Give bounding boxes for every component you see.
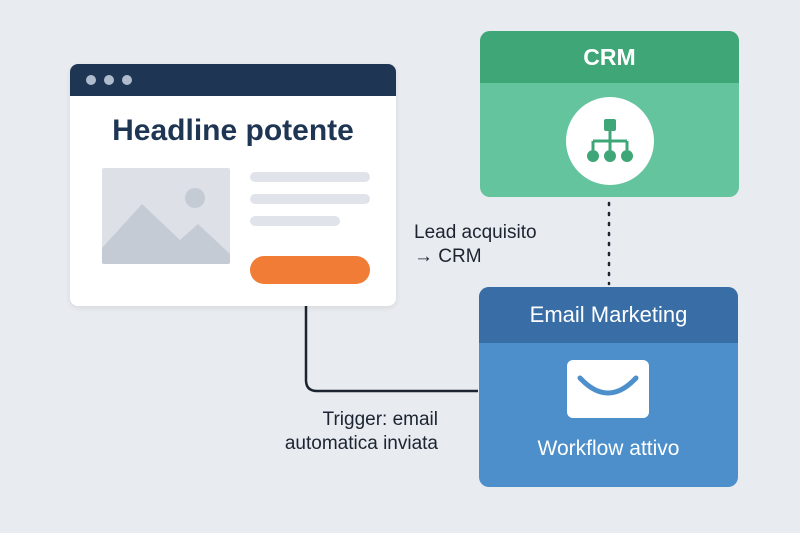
envelope-icon (567, 360, 649, 418)
window-titlebar (70, 64, 396, 96)
workflow-status: Workflow attivo (537, 437, 680, 460)
trigger-annotation-line2: automatica inviata (284, 433, 438, 454)
trigger-annotation-line1: Trigger: email (322, 409, 438, 430)
trigger-connector (304, 300, 478, 393)
image-placeholder-icon (102, 168, 230, 264)
text-line-placeholder (250, 194, 370, 204)
lead-annotation: Lead acquisito → CRM (414, 221, 537, 269)
crm-title: CRM (480, 31, 739, 83)
window-dot-icon (122, 75, 132, 85)
text-line-placeholder (250, 216, 340, 226)
text-line-placeholder (250, 172, 370, 182)
lead-annotation-line2: → CRM (414, 246, 482, 267)
trigger-annotation: Trigger: email automatica inviata (226, 408, 438, 456)
email-marketing-box: Email Marketing Workflow attivo (479, 287, 738, 487)
window-dot-icon (86, 75, 96, 85)
cta-button[interactable] (250, 256, 370, 284)
email-marketing-title: Email Marketing (479, 287, 738, 343)
hierarchy-icon (566, 97, 654, 185)
window-dot-icon (104, 75, 114, 85)
landing-headline: Headline potente (112, 114, 354, 147)
landing-page-window: Headline potente (70, 64, 396, 306)
lead-annotation-line1: Lead acquisito (414, 222, 537, 243)
crm-box: CRM (480, 31, 739, 197)
